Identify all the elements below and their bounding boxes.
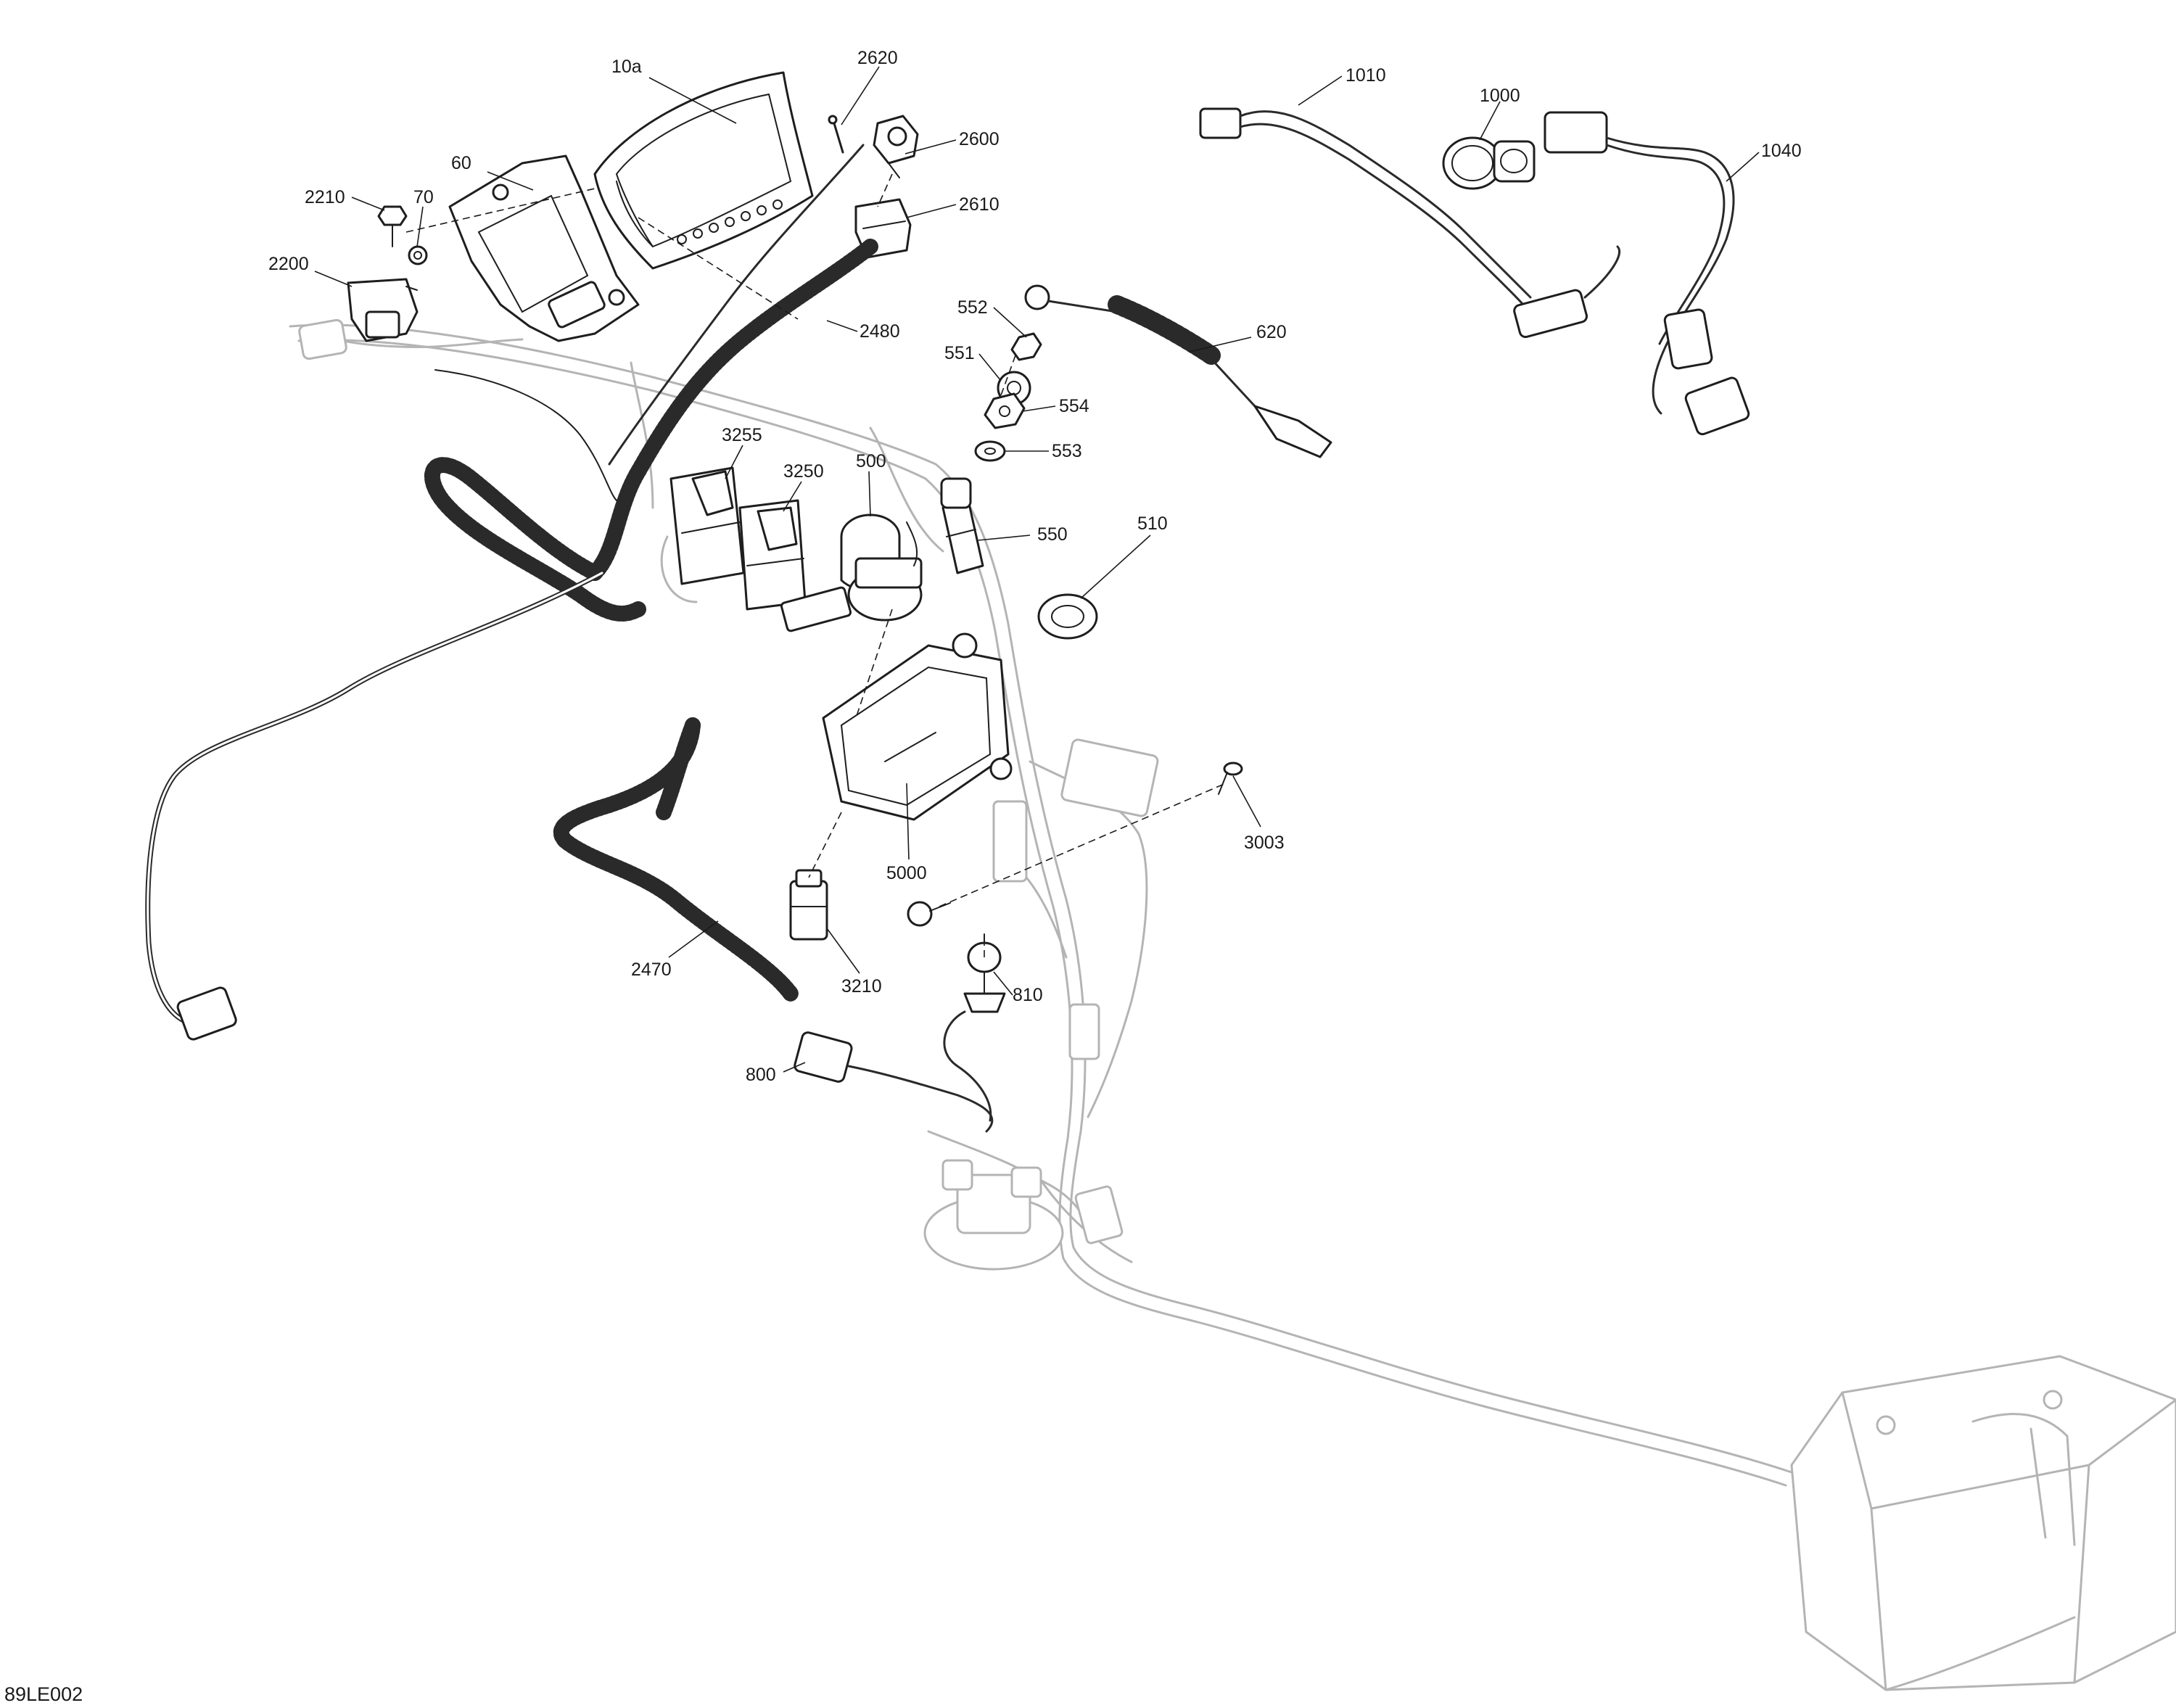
callout-2200: 2200 <box>268 254 309 274</box>
harness-1010 <box>1199 107 1621 339</box>
callout-800: 800 <box>746 1065 776 1085</box>
callout-2470: 2470 <box>631 960 672 980</box>
grommet-70 <box>408 245 428 265</box>
connector-3210 <box>789 869 828 941</box>
ignition-switch-500 <box>840 513 923 622</box>
main-wiring-harness-ghost <box>289 318 2176 1691</box>
assembly-lines <box>405 173 1227 957</box>
callout-2480: 2480 <box>860 321 900 342</box>
callout-500: 500 <box>856 451 886 471</box>
callout-1040: 1040 <box>1761 141 1802 161</box>
harness-2470 <box>553 717 799 1002</box>
tether-cord-620 <box>1024 284 1332 458</box>
dess-post-550 <box>940 477 984 574</box>
callout-2600: 2600 <box>959 129 1000 149</box>
starter-solenoid-ghost <box>923 1159 1064 1271</box>
harness-1040 <box>1544 111 1750 436</box>
callout-1000: 1000 <box>1480 86 1520 106</box>
instrument-cluster <box>593 71 814 270</box>
callout-552: 552 <box>957 297 988 318</box>
callout-10a: 10a <box>611 57 642 77</box>
callout-510: 510 <box>1137 513 1168 534</box>
nut-552 <box>1010 332 1042 361</box>
power-socket-1000 <box>1442 136 1536 190</box>
cluster-support-bracket <box>448 154 640 342</box>
callout-554: 554 <box>1059 396 1089 416</box>
callout-620: 620 <box>1256 322 1287 342</box>
grommet-510 <box>1037 593 1098 640</box>
callout-551: 551 <box>944 343 975 363</box>
callout-3210: 3210 <box>841 976 882 997</box>
connector-2600 <box>873 115 919 178</box>
nut-554 <box>984 392 1026 429</box>
callout-60: 60 <box>451 153 471 173</box>
screw-3003 <box>1218 762 1243 795</box>
washer-553 <box>974 440 1006 462</box>
callout-2610: 2610 <box>959 194 1000 215</box>
drawing-code: 89LE002 <box>4 1683 83 1705</box>
switch-connectors <box>660 535 852 632</box>
callout-5000: 5000 <box>886 863 927 883</box>
callout-550: 550 <box>1037 524 1068 545</box>
callout-810: 810 <box>1013 985 1043 1005</box>
callout-1010: 1010 <box>1345 65 1386 86</box>
connector-2620 <box>828 115 844 154</box>
callout-3250: 3250 <box>783 461 824 482</box>
ecm-mount-bolt <box>907 901 951 927</box>
bolt-2210 <box>377 205 408 247</box>
harness-800 <box>794 1010 994 1133</box>
callout-553: 553 <box>1052 441 1082 461</box>
callout-labels: 10a 2620 2600 60 2210 70 2610 2200 2480 … <box>4 48 1802 1705</box>
indicator-lights <box>677 199 783 244</box>
switch-3255 <box>669 466 745 585</box>
sensor-810 <box>963 933 1006 1013</box>
callout-70: 70 <box>413 187 434 207</box>
harness-2480 <box>145 144 878 1041</box>
callout-2620: 2620 <box>857 48 898 68</box>
callout-3003: 3003 <box>1244 833 1285 853</box>
sensor-2200 <box>347 278 419 342</box>
callout-3255: 3255 <box>722 425 762 445</box>
callout-2210: 2210 <box>305 187 345 207</box>
battery-box-ghost <box>1790 1355 2176 1691</box>
switch-3250 <box>738 499 807 611</box>
leader-lines <box>314 66 1760 1073</box>
ecm-5000 <box>822 632 1013 821</box>
